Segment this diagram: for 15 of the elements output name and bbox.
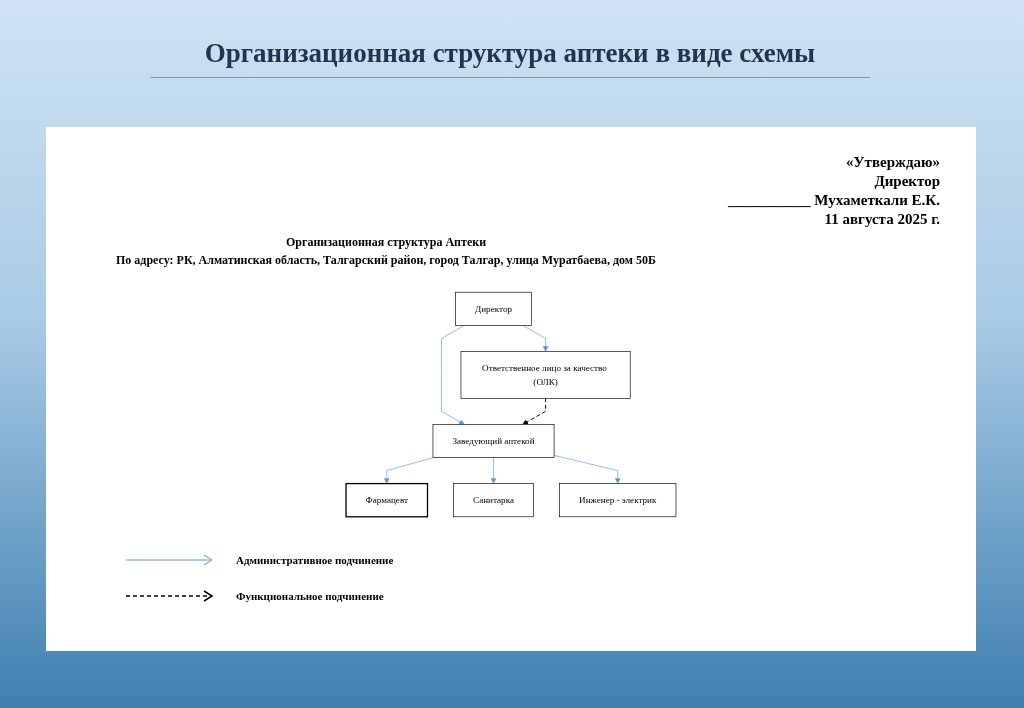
node-box [559, 483, 677, 518]
node-box [455, 291, 532, 326]
document-text: Директор [873, 172, 940, 191]
node-box [345, 482, 429, 518]
node-box [460, 351, 631, 399]
document-text: «Утверждаю» [845, 153, 940, 172]
node-box [453, 483, 534, 518]
document-text: По адресу: РК, Алматинская область, Талгарский район, город Талгар, улица Муратбаева, дом 50Б [115, 252, 657, 269]
node-box [432, 424, 555, 458]
document-text: 11 августа 2025 г. [823, 210, 940, 229]
document-text: ___________ Мухаметкали Е.К. [728, 191, 940, 210]
document-text: Организационная структура Аптеки [284, 234, 488, 251]
legend-text: Функциональное подчинение [236, 590, 384, 602]
legend-text: Административное подчинение [236, 554, 394, 566]
slide-title: Организационная структура аптеки в виде схемы [150, 38, 870, 78]
